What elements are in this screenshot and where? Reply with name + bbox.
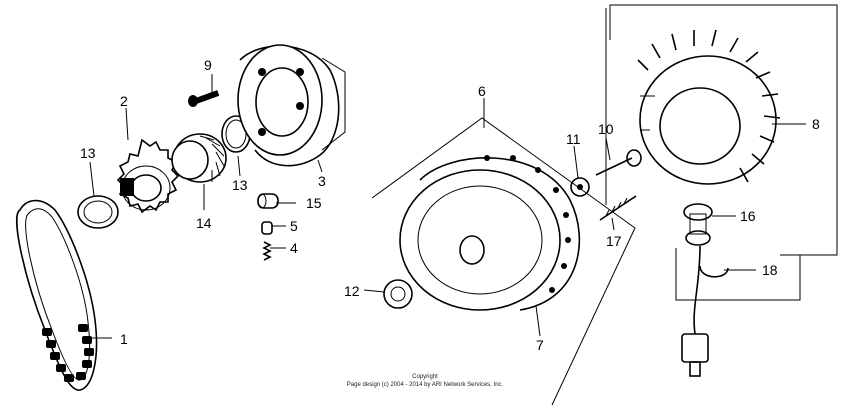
leader-lines <box>86 74 806 339</box>
callout-12: 12 <box>344 283 360 299</box>
callout-14: 14 <box>196 215 212 231</box>
copyright-line-1: Copyright <box>412 374 438 380</box>
callout-5: 5 <box>290 218 298 234</box>
sprocket-part[interactable] <box>116 138 180 214</box>
needle-bearing-part[interactable] <box>171 133 227 183</box>
rotor-part[interactable] <box>371 117 636 406</box>
bolt-9-part[interactable] <box>188 90 220 107</box>
callout-18: 18 <box>762 262 778 278</box>
washer-13-left[interactable] <box>77 195 119 229</box>
callout-9: 9 <box>204 57 212 73</box>
callout-7: 7 <box>536 337 544 353</box>
callout-6: 6 <box>478 83 486 99</box>
bolt-17-part[interactable] <box>599 195 637 221</box>
callout-3: 3 <box>318 173 326 189</box>
callout-15: 15 <box>306 195 322 211</box>
callout-13-right: 13 <box>232 177 248 193</box>
copyright-line-2: Page design (c) 2004 - 2014 by ARI Netwo… <box>347 382 504 388</box>
callout-13-left: 13 <box>80 145 96 161</box>
bolt-10-part[interactable] <box>595 149 642 176</box>
callout-2: 2 <box>120 93 128 109</box>
wire-connector[interactable] <box>681 245 709 377</box>
callout-8: 8 <box>812 116 820 132</box>
stator-part[interactable] <box>605 4 838 256</box>
clutch-housing-part[interactable] <box>237 44 346 167</box>
callout-10: 10 <box>598 121 614 137</box>
washer-12-part[interactable] <box>383 279 413 309</box>
chain-part[interactable] <box>16 199 98 391</box>
spring-part[interactable] <box>262 241 272 261</box>
clamp-part[interactable] <box>675 248 801 301</box>
callout-11: 11 <box>566 131 581 147</box>
callout-16: 16 <box>740 208 756 224</box>
roller-part[interactable] <box>257 193 279 209</box>
callout-4: 4 <box>290 240 298 256</box>
washer-11-part[interactable] <box>570 177 590 197</box>
grommet-part[interactable] <box>683 203 713 246</box>
callout-1: 1 <box>120 331 128 347</box>
plunger-part[interactable] <box>261 221 273 235</box>
callout-17: 17 <box>606 233 622 249</box>
